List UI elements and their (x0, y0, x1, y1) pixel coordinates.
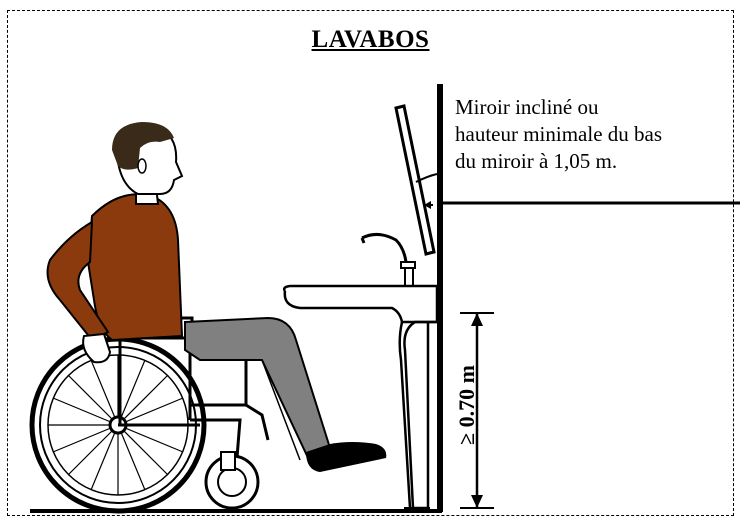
wheelchair-caster (204, 451, 260, 510)
mirror-note-line: du miroir à 1,05 m. (455, 149, 618, 173)
torso (86, 193, 184, 342)
mirror (394, 104, 436, 256)
angle-arc (415, 173, 438, 183)
faucet (361, 233, 408, 263)
mirror-note-line: hauteur minimale du bas (455, 122, 663, 146)
hand (82, 332, 112, 364)
dashed-border (7, 10, 734, 516)
hair (112, 122, 174, 170)
wall (437, 84, 443, 512)
shoe (306, 442, 387, 472)
mirror-note-line: Miroir incliné ou (455, 95, 599, 119)
height-label: ≥ 0.70 m (454, 365, 479, 445)
mirror-note: Miroir incliné ou hauteur minimale du ba… (455, 94, 741, 175)
arm (46, 220, 110, 342)
legs (184, 316, 332, 464)
diagram-title: LAVABOS (311, 26, 430, 53)
